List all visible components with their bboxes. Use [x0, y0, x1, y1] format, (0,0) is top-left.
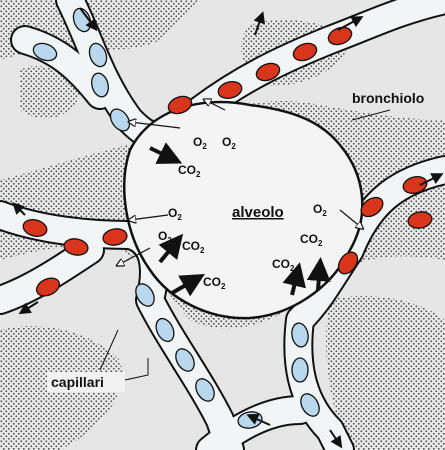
bronchiolo-label: bronchiolo: [352, 90, 424, 106]
alveolo-label: alveolo: [232, 204, 284, 221]
capillari-label: capillari: [51, 374, 104, 390]
